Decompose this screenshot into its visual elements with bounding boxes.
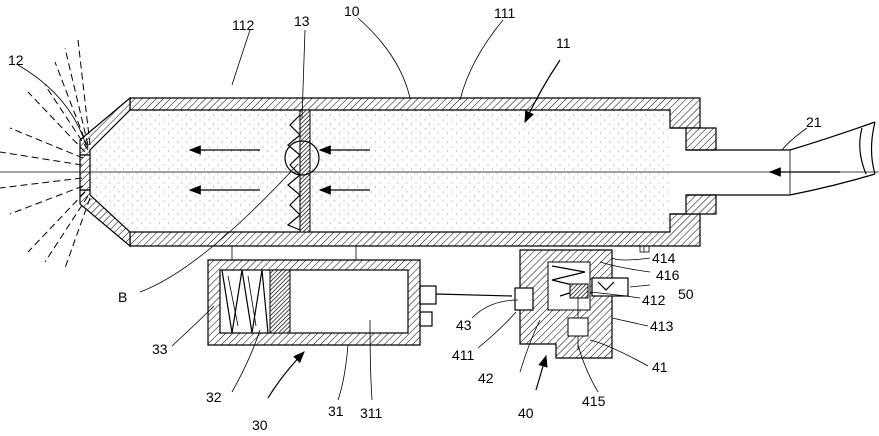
label-11: 11 (556, 35, 571, 51)
label-42: 42 (478, 370, 494, 386)
label-32: 32 (206, 389, 222, 405)
label-13: 13 (294, 13, 310, 29)
label-43: 43 (456, 317, 472, 333)
label-10: 10 (344, 3, 360, 19)
label-415: 415 (582, 393, 606, 409)
label-111: 111 (494, 5, 515, 21)
label-B: B (118, 289, 127, 305)
label-21: 21 (806, 114, 822, 130)
label-41: 41 (652, 359, 668, 375)
label-31: 31 (328, 403, 344, 419)
tube-body (0, 98, 879, 246)
label-412: 412 (642, 292, 666, 308)
label-413: 413 (650, 318, 674, 334)
label-50: 50 (678, 286, 694, 302)
spray-lines (0, 40, 90, 268)
label-30: 30 (252, 417, 268, 433)
label-311: 311 (360, 405, 383, 421)
label-112: 112 (232, 17, 255, 33)
label-12: 12 (8, 52, 24, 68)
label-411: 411 (452, 347, 475, 363)
label-33: 33 (152, 341, 168, 357)
label-414: 414 (652, 250, 676, 266)
valve-40 (515, 250, 628, 358)
label-40: 40 (518, 405, 534, 421)
label-416: 416 (656, 267, 680, 283)
